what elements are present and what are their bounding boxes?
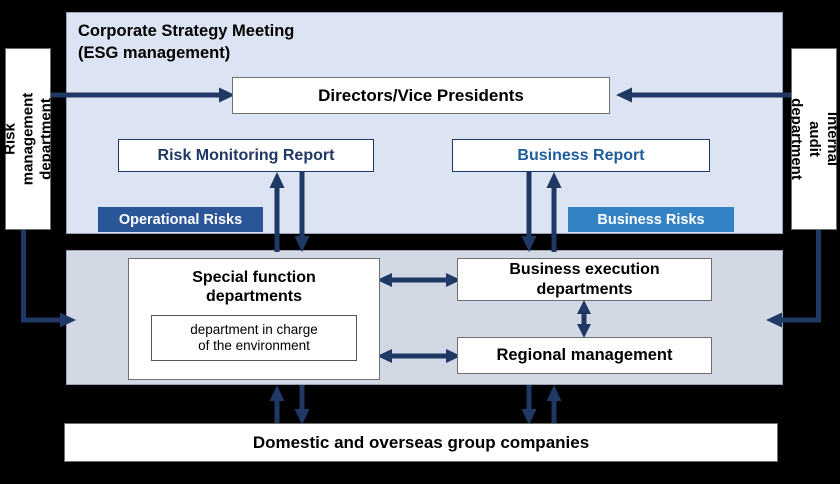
box-business-execution-departments[interactable]: Business execution departments <box>457 258 712 301</box>
arrow-up-to-business-report <box>543 172 565 252</box>
corporate-strategy-meeting-panel <box>66 12 783 234</box>
arrow-risk-mgmt-to-lower-panel <box>18 228 80 332</box>
arrow-up-to-risk-monitoring-report <box>266 172 288 252</box>
label-internal-audit-department[interactable]: Internal audit department <box>788 48 840 230</box>
arrow-risk-mgmt-to-directors <box>49 84 239 106</box>
box-special-function-departments[interactable]: Special function departments department … <box>128 258 380 380</box>
special-function-departments-label: Special function departments <box>192 269 316 306</box>
box-domestic-and-overseas-group-companies[interactable]: Domestic and overseas group companies <box>64 423 778 462</box>
box-business-report[interactable]: Business Report <box>452 139 710 172</box>
risk-management-department-text: Risk management department <box>1 92 54 186</box>
box-directors-vice-presidents[interactable]: Directors/Vice Presidents <box>232 77 610 114</box>
panel-title-corporate-strategy-meeting: Corporate Strategy Meeting (ESG manageme… <box>78 22 295 63</box>
box-department-in-charge-of-environment[interactable]: department in charge of the environment <box>151 315 357 362</box>
arrow-internal-audit-to-directors <box>616 84 796 106</box>
arrow-down-from-risk-monitoring-report <box>291 172 313 252</box>
arrow-down-from-business-report <box>518 172 540 252</box>
arrow-up-from-group-companies-right <box>543 385 565 425</box>
arrow-up-from-group-companies-left <box>266 385 288 425</box>
label-risk-management-department[interactable]: Risk management department <box>1 48 54 230</box>
internal-audit-department-text: Internal audit department <box>788 98 840 180</box>
badge-business-risks: Business Risks <box>568 207 734 232</box>
box-regional-management[interactable]: Regional management <box>457 337 712 374</box>
arrow-special-function-to-business-execution <box>377 270 461 290</box>
badge-operational-risks: Operational Risks <box>98 207 263 232</box>
box-risk-monitoring-report[interactable]: Risk Monitoring Report <box>118 139 374 172</box>
arrow-special-function-to-regional-management <box>377 346 461 366</box>
arrow-internal-audit-to-lower-panel <box>762 228 824 332</box>
arrow-business-execution-to-regional-management <box>574 300 594 338</box>
arrow-down-to-group-companies-left <box>291 385 313 425</box>
arrow-down-to-group-companies-right <box>518 385 540 425</box>
